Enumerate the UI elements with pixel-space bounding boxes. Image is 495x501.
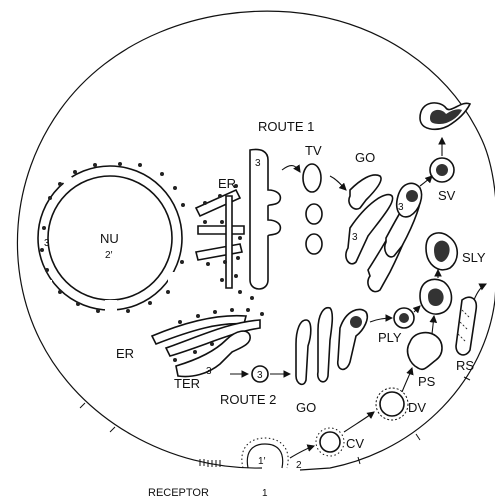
ter-label: TER [174, 376, 200, 391]
route1-label: ROUTE 1 [258, 119, 314, 134]
cv-label: CV [346, 436, 364, 451]
nucleus-sub: 2′ [105, 250, 113, 261]
phagosome: PS [408, 333, 442, 389]
primary-lysosome: PLY [378, 308, 414, 345]
golgi-top: GO 3 [346, 150, 421, 292]
er-top-label: ER [218, 176, 236, 191]
secretory-vesicle: SV [430, 158, 456, 203]
coated-vesicle: CV [316, 428, 364, 456]
receptor-ticks [80, 377, 470, 467]
pit-number: 1′ [258, 456, 266, 467]
go-bottom-label: GO [296, 400, 316, 415]
fusion-vacuole [420, 279, 452, 314]
sv-label: SV [438, 188, 456, 203]
nucleus: NU 2′ 3 [38, 162, 185, 313]
ply-label: PLY [378, 330, 402, 345]
golgi-number: 3 [352, 232, 358, 243]
tv-label: TV [305, 143, 322, 158]
nucleus-number: 3 [44, 238, 50, 249]
route2-label: ROUTE 2 [220, 392, 276, 407]
arrow-vacuole-sv [420, 176, 432, 186]
arrow-cv-dv [344, 412, 374, 432]
arrow-dv-ps [402, 368, 412, 392]
er-number: 3 [255, 158, 261, 169]
dense-vesicle: DV [376, 388, 426, 420]
route2-vesicle-number: 3 [257, 370, 263, 381]
receptor-label: RECEPTOR [148, 487, 209, 499]
go-top-label: GO [355, 150, 375, 165]
rough-er-top: ER [196, 176, 244, 288]
nucleus-label: NU [100, 231, 119, 246]
transition-vesicles: TV [303, 143, 322, 254]
exocytosis [420, 103, 470, 129]
arrow-tv-go [330, 176, 346, 190]
pit-arrow-number: 2 [296, 460, 302, 471]
arrow-er-tv [282, 166, 300, 172]
arrow-rs-membrane [474, 284, 486, 300]
ps-label: PS [418, 374, 436, 389]
arrow-ps-fusion [432, 316, 434, 334]
arrow-pit-cv [290, 446, 314, 458]
route2-vesicle: 3 [252, 366, 268, 382]
rs-label: RS [456, 358, 474, 373]
sly-label: SLY [462, 250, 486, 265]
golgi-bottom: GO [296, 308, 367, 415]
er-bottom-label: ER [116, 346, 134, 361]
dv-label: DV [408, 400, 426, 415]
recycling-structure: RS [456, 297, 476, 373]
arrow-go-ply [370, 318, 392, 322]
er-stack: 3 [250, 149, 280, 289]
arrow-ply-fusion [414, 306, 420, 312]
vacuole-number: 3 [398, 202, 404, 213]
ter-number: 3 [206, 366, 212, 377]
secondary-lysosome: SLY [426, 233, 486, 270]
receptor-number: 1 [262, 488, 268, 499]
